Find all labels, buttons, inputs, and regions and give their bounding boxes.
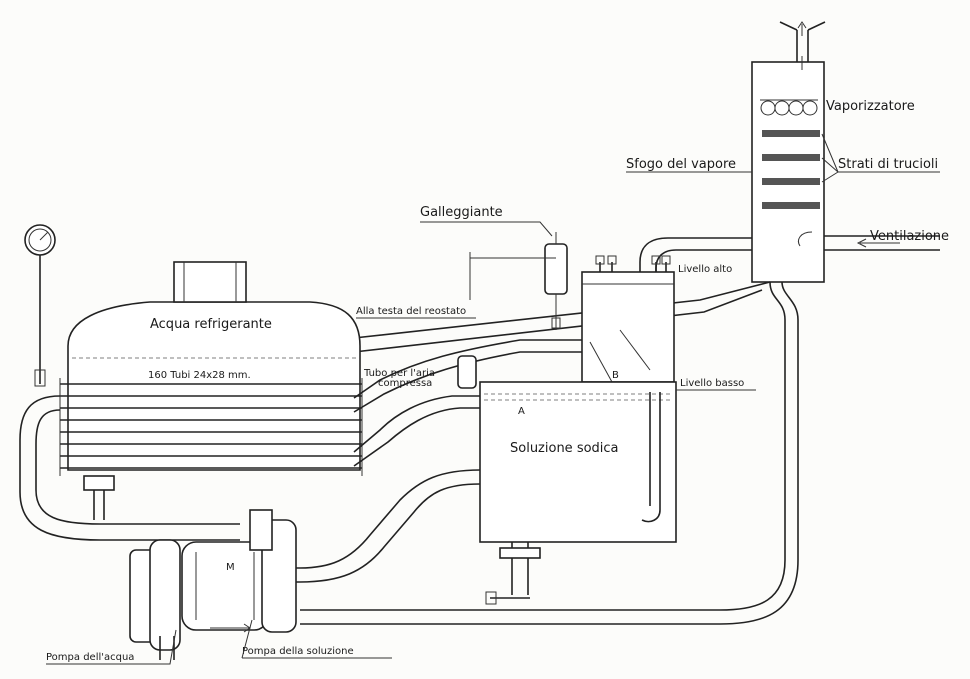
- label-pompa-acqua: Pompa dell'acqua: [46, 652, 134, 663]
- label-tubo-aria-2: compressa: [378, 378, 432, 389]
- label-alla-testa: Alla testa del reostato: [356, 306, 466, 317]
- vaporizer-tower: [300, 21, 940, 625]
- label-livello-alto: Livello alto: [678, 264, 732, 275]
- label-acqua-refrigerante: Acqua refrigerante: [150, 317, 272, 332]
- label-tubi: 160 Tubi 24x28 mm.: [148, 370, 251, 381]
- label-pompa-soluzione: Pompa della soluzione: [242, 646, 354, 657]
- float-device: [469, 232, 568, 330]
- label-vaporizzatore: Vaporizzatore: [826, 99, 915, 114]
- label-livello-basso: Livello basso: [680, 378, 744, 389]
- shavings-layers: [762, 130, 820, 209]
- marker-b: B: [612, 370, 619, 381]
- spray-nozzles: [760, 99, 818, 116]
- water-loop-pipe: [19, 395, 240, 541]
- label-sfogo-vapore: Sfogo del vapore: [626, 157, 736, 172]
- marker-m: M: [226, 562, 235, 573]
- cooler-tank: [59, 261, 363, 520]
- label-galleggiante: Galleggiante: [420, 205, 503, 220]
- soda-tank: [479, 381, 677, 605]
- return-pipe: [353, 281, 771, 353]
- float-tank: [581, 255, 675, 383]
- label-ventilazione: Ventilazione: [870, 229, 949, 244]
- pump-assembly: [129, 509, 297, 660]
- marker-a: A: [518, 406, 525, 417]
- label-strati-trucioli: Strati di trucioli: [838, 157, 938, 172]
- air-pipe: [353, 339, 582, 413]
- soda-pipe: [280, 395, 481, 583]
- tube-bundle: [59, 378, 363, 476]
- pressure-gauge: [24, 224, 56, 387]
- label-soluzione-sodica: Soluzione sodica: [510, 441, 619, 456]
- label-tubo-aria: Tubo per l'aria: [363, 368, 435, 379]
